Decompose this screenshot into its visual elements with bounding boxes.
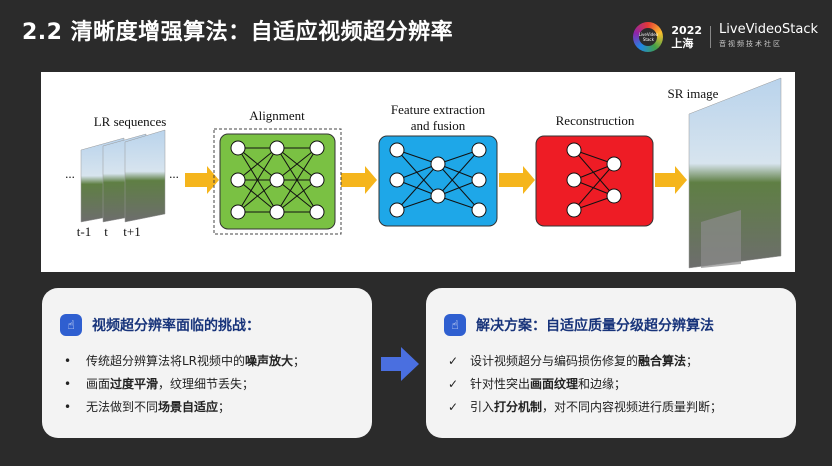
bullet-dot-icon: • [64,377,72,391]
arrow-to-sr [655,166,687,194]
reconstruction-block [535,135,654,227]
challenge-card-header: ☝ 视频超分辨率面临的挑战： [60,314,260,336]
solution-list: ✓设计视频超分与编码损伤修复的融合算法； ✓针对性突出画面纹理和边缘； ✓引入打… [448,350,722,419]
ellipsis-right: ... [169,166,179,181]
frame-label-t: t [104,224,108,239]
list-item: •无法做到不同场景自适应； [64,396,305,419]
list-item: ✓引入打分机制，对不同内容视频进行质量判断； [448,396,722,419]
logo-divider [710,26,712,48]
reconstruction-nodes [566,142,622,218]
list-item: ✓针对性突出画面纹理和边缘； [448,373,722,396]
conference-ring-icon: LiveVideo Stack [633,22,664,52]
challenge-card: ☝ 视频超分辨率面临的挑战： •传统超分辨算法将LR视频中的噪声放大； •画面过… [42,288,372,438]
logo-year-number: 2022 [671,24,703,37]
challenge-list: •传统超分辨算法将LR视频中的噪声放大； •画面过度平滑，纹理细节丢失； •无法… [64,350,305,419]
arrow-to-reconstruction [499,166,535,194]
page-title: 2.2 清晰度增强算法：自适应视频超分辨率 [22,20,454,45]
feature-label-line-2: and fusion [410,118,466,133]
lr-frame-t-plus-1 [124,129,166,223]
arrow-to-feature [341,166,377,194]
hand-pointer-icon: ☝ [444,314,466,336]
solution-card: ☝ 解决方案：自适应质量分级超分辨算法 ✓设计视频超分与编码损伤修复的融合算法；… [426,288,796,438]
feature-nodes [389,142,487,218]
lr-sequences-label: LR sequences [93,114,167,129]
hand-pointer-icon: ☝ [60,314,82,336]
alignment-nodes [230,140,325,220]
ellipsis-left: ... [65,166,75,181]
brand-name: LiveVideoStack [719,22,818,37]
alignment-connections [237,147,318,213]
list-item: •传统超分辨算法将LR视频中的噪声放大； [64,350,305,373]
feature-label: Feature extraction and fusion [377,102,499,134]
list-item: ✓设计视频超分与编码损伤修复的融合算法； [448,350,722,373]
frame-label-t-minus-1: t-1 [76,224,92,239]
challenge-card-title: 视频超分辨率面临的挑战： [92,318,260,334]
feature-block [378,135,498,227]
logo-year: 2022 上海 [671,24,702,50]
feature-label-line-1: Feature extraction [390,102,486,117]
solution-card-title: 解决方案：自适应质量分级超分辨算法 [476,318,714,334]
logo-city: 上海 [671,37,694,50]
pipeline-svg [80,77,782,269]
solution-card-header: ☝ 解决方案：自适应质量分级超分辨算法 [444,314,714,336]
list-item: •画面过度平滑，纹理细节丢失； [64,373,305,396]
alignment-label: Alignment [249,108,305,123]
check-icon: ✓ [448,400,459,414]
sr-pipeline-diagram: LR sequences ... ... t-1 t t+1 Alignment… [41,72,795,272]
frame-label-t-plus-1: t+1 [123,224,141,239]
reconstruction-label: Reconstruction [555,113,635,128]
brand-subtitle: 音视频技术社区 [719,40,783,48]
arrow-to-alignment [185,166,219,194]
sr-image-road [701,210,741,268]
logo-badge-text: LiveVideo Stack [639,28,658,46]
check-icon: ✓ [448,377,459,391]
bullet-dot-icon: • [64,354,72,368]
brand-logo: LiveVideoStack 音视频技术社区 [719,23,818,51]
alignment-dashed-border [213,128,342,235]
event-logo: LiveVideo Stack 2022 上海 LiveVideoStack 音… [633,20,818,54]
right-arrow-icon [381,347,419,381]
sr-image-label: SR image [667,86,719,101]
check-icon: ✓ [448,354,459,368]
lr-frames [80,129,166,223]
bullet-dot-icon: • [64,400,72,414]
